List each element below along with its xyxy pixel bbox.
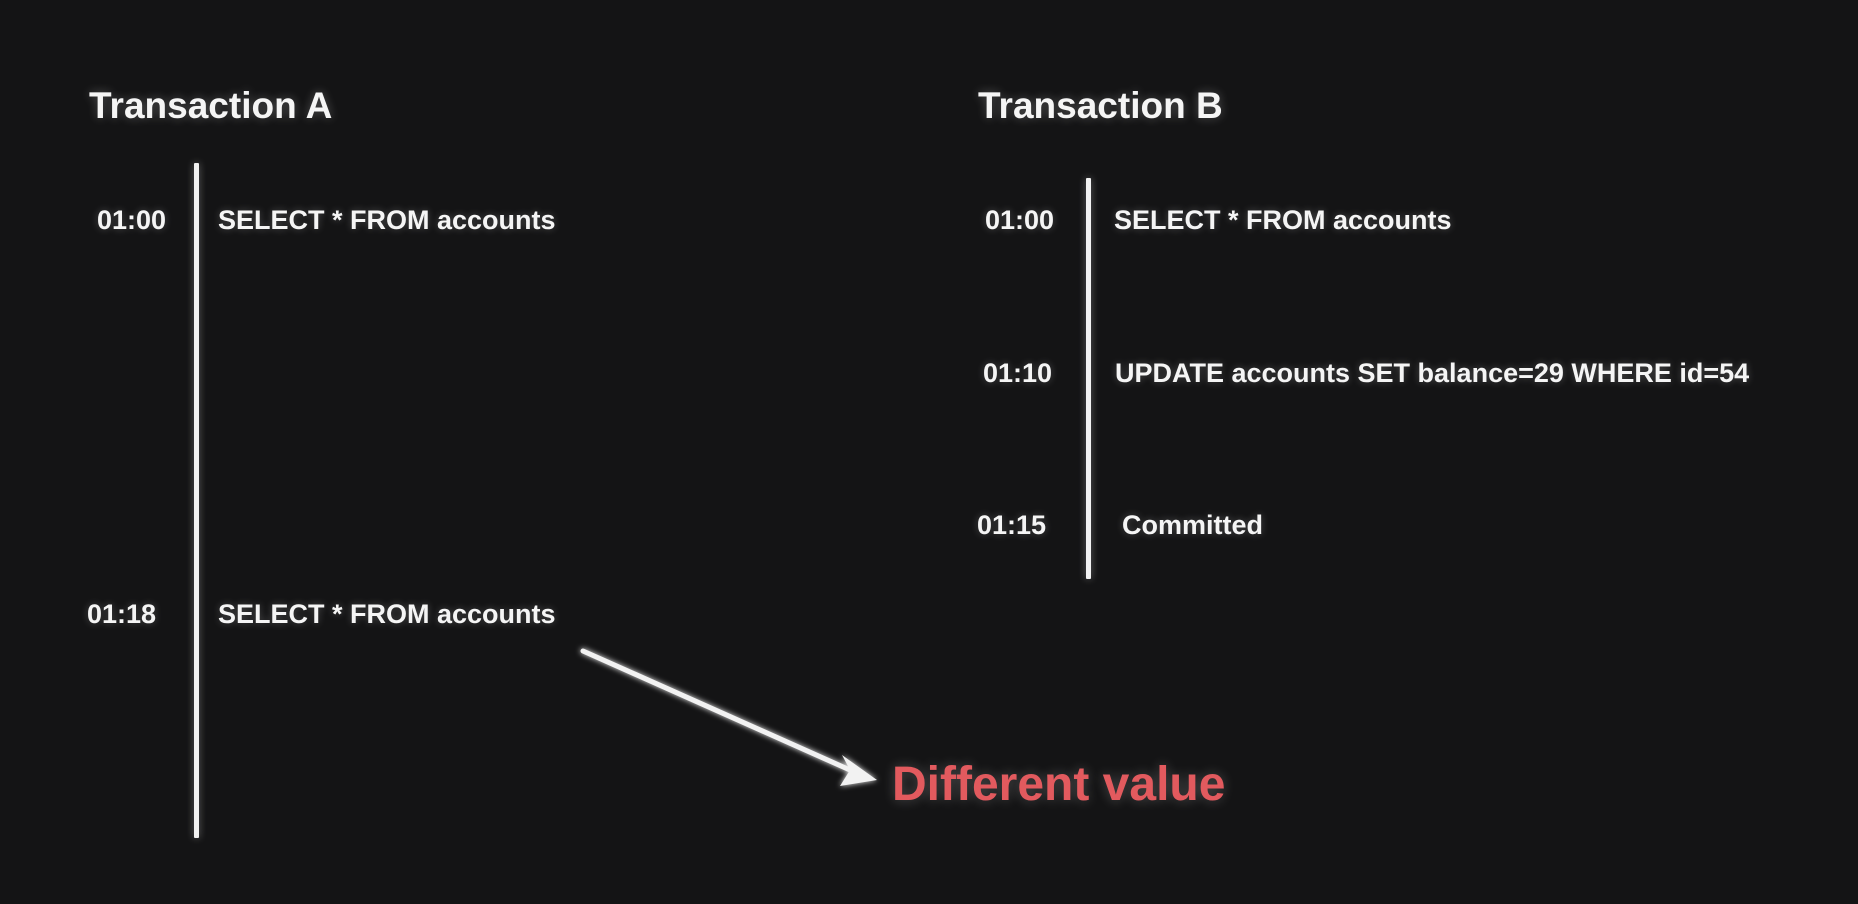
transaction-b-statement-2: UPDATE accounts SET balance=29 WHERE id=… <box>1115 358 1750 388</box>
transaction-b-statement-3: Committed <box>1122 510 1263 540</box>
result-label: Different value <box>892 758 1226 811</box>
transaction-b-time-2: 01:10 <box>983 358 1053 388</box>
transaction-b-statement-1: SELECT * FROM accounts <box>1114 205 1452 235</box>
transaction-b-title: Transaction B <box>978 85 1223 126</box>
transaction-a-statement-1: SELECT * FROM accounts <box>218 205 556 235</box>
transaction-a-time-1: 01:00 <box>97 205 167 235</box>
transaction-b-timeline <box>1086 178 1091 579</box>
transaction-a-timeline <box>194 163 199 838</box>
transaction-a-title: Transaction A <box>89 85 333 126</box>
transaction-a-time-2: 01:18 <box>87 599 157 629</box>
transaction-b-time-1: 01:00 <box>985 205 1055 235</box>
transaction-a-statement-2: SELECT * FROM accounts <box>218 599 556 629</box>
transaction-b-time-3: 01:15 <box>977 510 1047 540</box>
arrow-shaft <box>580 648 853 773</box>
arrow-head <box>840 755 877 786</box>
